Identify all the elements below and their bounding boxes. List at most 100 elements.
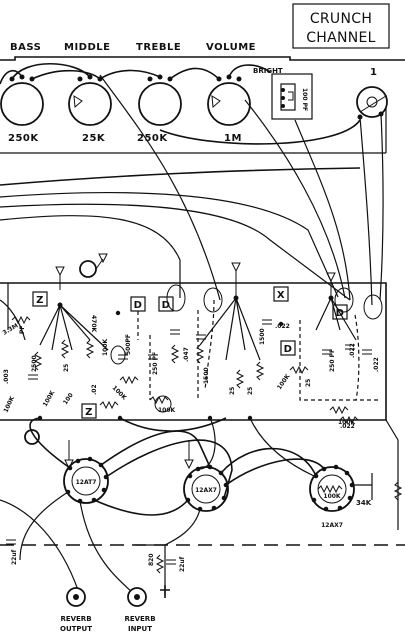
long-wire-6 bbox=[99, 74, 221, 301]
svg-text:Z: Z bbox=[36, 295, 44, 306]
long-wire-8 bbox=[294, 119, 351, 301]
r-100k-a-label: 100K bbox=[2, 395, 16, 414]
board-components bbox=[11, 284, 383, 445]
jack-number: 1 bbox=[370, 67, 377, 78]
r-100k-b-label: 100K bbox=[42, 389, 57, 408]
tube-wire-1 bbox=[29, 417, 71, 469]
tube-wire-6 bbox=[225, 458, 325, 486]
tube-2 bbox=[183, 464, 229, 512]
r-100k-e-label: 100K bbox=[158, 407, 176, 414]
r-25-d-label: 25 bbox=[305, 379, 312, 387]
top-wire-a bbox=[0, 69, 23, 85]
chassis-top-edge bbox=[0, 56, 405, 61]
reverb-input-label-1: REVERB bbox=[124, 615, 155, 623]
r-34k-resistor bbox=[393, 481, 403, 501]
input-jack-1 bbox=[356, 86, 388, 120]
tube-wire-9 bbox=[352, 473, 373, 500]
test-point-5 bbox=[184, 440, 194, 470]
c-022-b-label: .022 bbox=[349, 343, 356, 358]
top-wire-d bbox=[99, 69, 161, 80]
reverb-output-label-2: OUTPUT bbox=[60, 625, 92, 633]
c-22uf-b-cap bbox=[166, 559, 176, 565]
reverb-input-label-2: INPUT bbox=[128, 625, 152, 633]
long-wire-7 bbox=[244, 99, 346, 299]
tube-wire-12 bbox=[19, 491, 69, 561]
r-25-c-label: 25 bbox=[247, 387, 254, 395]
treble-pot-value: 250K bbox=[137, 133, 168, 144]
r-1500-a-label: 1500 bbox=[203, 367, 210, 384]
r-25-a-label: 25 bbox=[63, 364, 70, 372]
r-820-label: 820 bbox=[148, 553, 155, 566]
long-wire-10 bbox=[359, 116, 373, 306]
c-02-label: .02 bbox=[91, 384, 98, 395]
tube-wire-11 bbox=[79, 500, 136, 596]
c-003-label: .003 bbox=[3, 369, 10, 384]
r-100k-right-label: 100K bbox=[338, 419, 356, 426]
volume-pot-value: 1M bbox=[224, 133, 242, 144]
c-22uf-b-label: 22uf bbox=[179, 556, 186, 572]
r-820-resistor bbox=[155, 554, 165, 574]
reverb-output-label-1: REVERB bbox=[60, 615, 91, 623]
test-point-3 bbox=[326, 272, 336, 298]
pf-small-label: PF bbox=[19, 326, 26, 335]
top-wire-c bbox=[31, 69, 101, 80]
reverb-output-jack bbox=[66, 587, 86, 607]
bias-wire bbox=[135, 544, 166, 595]
tube-1-label: 12AT7 bbox=[76, 479, 97, 486]
tube-wire-10 bbox=[385, 419, 399, 530]
tube-wire-13 bbox=[0, 499, 79, 591]
svg-text:D: D bbox=[162, 300, 171, 311]
long-wire-4 bbox=[0, 203, 351, 301]
treble-pot bbox=[138, 74, 182, 126]
ground-pin bbox=[160, 585, 170, 598]
tube-3-label: 12AX7 bbox=[321, 522, 343, 529]
r-100-a-label: 100 bbox=[62, 392, 75, 406]
r-25-b-label: 25 bbox=[229, 387, 236, 395]
tube-wire-5 bbox=[220, 447, 317, 477]
svg-text:X: X bbox=[277, 290, 285, 301]
r-470k-label: 470K bbox=[90, 315, 97, 333]
c-022-d-label: .022 bbox=[340, 423, 355, 430]
long-wire-2 bbox=[0, 167, 361, 186]
c-22uf-a-cap bbox=[6, 539, 16, 545]
c-250pf-b-label: 250 PF bbox=[329, 349, 336, 372]
marker-z-2: Z bbox=[81, 403, 97, 419]
r-100k-c-label: 100K bbox=[102, 338, 109, 356]
c-250pf-a-label: 250 PF bbox=[152, 352, 159, 375]
bright-switch-label: BRIGHT bbox=[253, 67, 283, 75]
board-ground-wire bbox=[0, 283, 26, 341]
tube-wire-8 bbox=[249, 417, 315, 477]
marker-x: X bbox=[273, 286, 289, 302]
bright-switch bbox=[271, 73, 313, 120]
r-34k-label: 34K bbox=[356, 499, 372, 507]
bass-pot-value: 250K bbox=[8, 133, 39, 144]
title-line-1: CRUNCH bbox=[310, 11, 372, 27]
top-wire-f bbox=[228, 64, 271, 78]
r-1500-b-label: 1500 bbox=[259, 328, 266, 345]
tube-wire-15 bbox=[197, 417, 216, 470]
c-500pf-label: 500PF bbox=[125, 334, 132, 355]
tube-wire-7 bbox=[119, 417, 227, 432]
control-label-treble: TREBLE bbox=[136, 42, 181, 53]
test-point-1 bbox=[55, 266, 65, 290]
tube-wire-3 bbox=[105, 439, 233, 499]
middle-pot-value: 25K bbox=[82, 133, 106, 144]
c-047-label: .047 bbox=[183, 347, 190, 362]
balance-circle bbox=[79, 253, 108, 278]
long-wire-3 bbox=[0, 192, 339, 298]
svg-text:D: D bbox=[284, 344, 293, 355]
c-022-c-label: .022 bbox=[373, 357, 380, 372]
r-100k-d-label: 100K bbox=[111, 384, 128, 401]
long-wire-9 bbox=[379, 113, 384, 301]
long-wire-1 bbox=[159, 119, 361, 145]
svg-text:Z: Z bbox=[85, 407, 93, 418]
marker-d-3: D bbox=[280, 340, 296, 356]
tube-2-label: 12AX7 bbox=[195, 487, 217, 494]
svg-text:D: D bbox=[134, 300, 143, 311]
c-022-a-label: .022 bbox=[275, 323, 290, 330]
marker-z-1: Z bbox=[32, 291, 48, 307]
circuit-board bbox=[0, 282, 387, 421]
tube-wire-2 bbox=[100, 430, 211, 468]
r-3-3m-label: 3.3M bbox=[2, 322, 20, 336]
